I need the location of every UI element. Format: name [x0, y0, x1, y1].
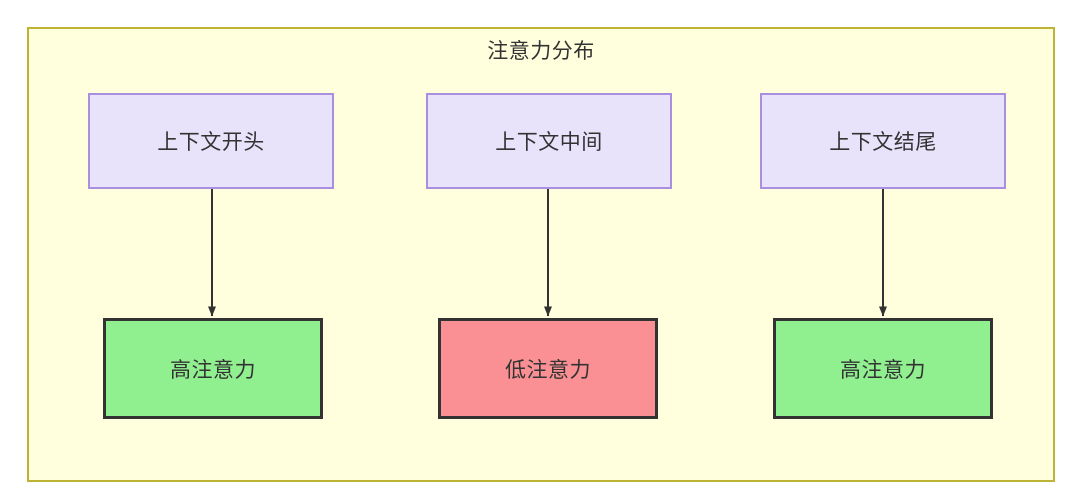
node-context-end[interactable]: 上下文结尾: [760, 93, 1006, 189]
node-attention-high-start[interactable]: 高注意力: [103, 318, 323, 419]
node-attention-high-end[interactable]: 高注意力: [773, 318, 993, 419]
node-context-start[interactable]: 上下文开头: [88, 93, 334, 189]
subgraph-title: 注意力分布: [487, 40, 595, 63]
node-attention-low-middle[interactable]: 低注意力: [438, 318, 658, 419]
node-context-middle[interactable]: 上下文中间: [426, 93, 672, 189]
